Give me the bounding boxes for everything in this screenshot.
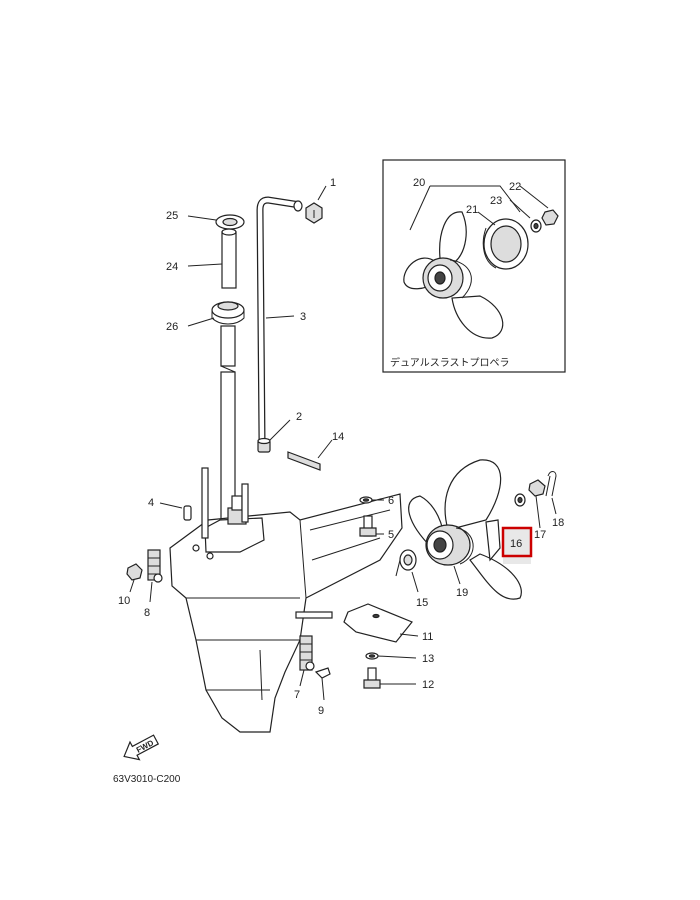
part-10-nut[interactable] bbox=[126, 563, 143, 581]
callout-20: 20 bbox=[413, 177, 425, 189]
callout-16: 16 bbox=[510, 538, 522, 550]
part-3-water-pipe[interactable] bbox=[256, 196, 303, 441]
inset-thrust-hub[interactable] bbox=[482, 218, 529, 270]
callout-3: 3 bbox=[300, 311, 306, 323]
highlight-box bbox=[501, 526, 533, 558]
callout-9: 9 bbox=[318, 705, 324, 717]
callout-24: 24 bbox=[166, 261, 178, 273]
callout-10: 10 bbox=[118, 595, 130, 607]
part-15-thrust-spacer[interactable] bbox=[395, 549, 417, 577]
part-1-nut[interactable] bbox=[305, 202, 323, 224]
callout-6: 6 bbox=[388, 495, 394, 507]
callout-2: 2 bbox=[296, 411, 302, 423]
part-14-seal-strip[interactable] bbox=[287, 451, 321, 471]
callout-4: 4 bbox=[148, 497, 154, 509]
callout-17: 17 bbox=[534, 529, 546, 541]
callout-11: 11 bbox=[422, 631, 433, 643]
part-6-washer[interactable] bbox=[359, 496, 373, 504]
callout-23: 23 bbox=[490, 195, 502, 207]
callout-13: 13 bbox=[422, 653, 434, 665]
part-5-bolt[interactable] bbox=[359, 515, 377, 537]
part-8-anode[interactable] bbox=[147, 549, 163, 583]
part-2-grommet[interactable] bbox=[257, 437, 271, 453]
callout-25: 25 bbox=[166, 210, 178, 222]
part-12-bolt[interactable] bbox=[363, 667, 381, 689]
inset-propeller[interactable] bbox=[403, 211, 504, 339]
callout-5: 5 bbox=[388, 529, 394, 541]
lower-casing[interactable] bbox=[169, 467, 403, 733]
inset-washer-hole bbox=[533, 222, 539, 230]
callout-8: 8 bbox=[144, 607, 150, 619]
inset-caption: デュアルスラストプロペラ bbox=[390, 356, 510, 369]
part-7-anode[interactable] bbox=[299, 635, 315, 671]
drive-shaft[interactable] bbox=[220, 325, 236, 523]
part-9-screw[interactable] bbox=[314, 667, 331, 701]
part-17-nut[interactable] bbox=[528, 479, 546, 497]
diagram-code: 63V3010-C200 bbox=[113, 774, 181, 785]
part-16-spacer[interactable] bbox=[503, 493, 531, 564]
callout-22: 22 bbox=[509, 181, 521, 193]
part-24-tube[interactable] bbox=[221, 228, 237, 289]
callout-18: 18 bbox=[552, 517, 564, 529]
dual-thrust-inset: 20 21 23 22 デュアルスラストプロペラ bbox=[382, 159, 566, 373]
callout-19: 19 bbox=[456, 587, 468, 599]
callout-15: 15 bbox=[416, 597, 428, 609]
part-26-seal[interactable] bbox=[211, 301, 245, 325]
part-11-plate[interactable] bbox=[343, 603, 413, 643]
part-19-propeller[interactable] bbox=[408, 459, 522, 600]
callout-14: 14 bbox=[332, 431, 344, 443]
part-4-dowel-pin[interactable] bbox=[183, 505, 192, 521]
callout-12: 12 bbox=[422, 679, 434, 691]
part-25-grommet[interactable] bbox=[215, 214, 245, 230]
fwd-arrow-icon: FWD bbox=[123, 734, 160, 761]
callout-21: 21 bbox=[466, 204, 478, 216]
inset-nut[interactable] bbox=[541, 209, 559, 226]
part-13-washer[interactable] bbox=[365, 652, 379, 660]
callout-26: 26 bbox=[166, 321, 178, 333]
callout-1: 1 bbox=[330, 177, 336, 189]
callout-7: 7 bbox=[294, 689, 300, 701]
part-18-cotter-pin[interactable] bbox=[545, 471, 557, 497]
